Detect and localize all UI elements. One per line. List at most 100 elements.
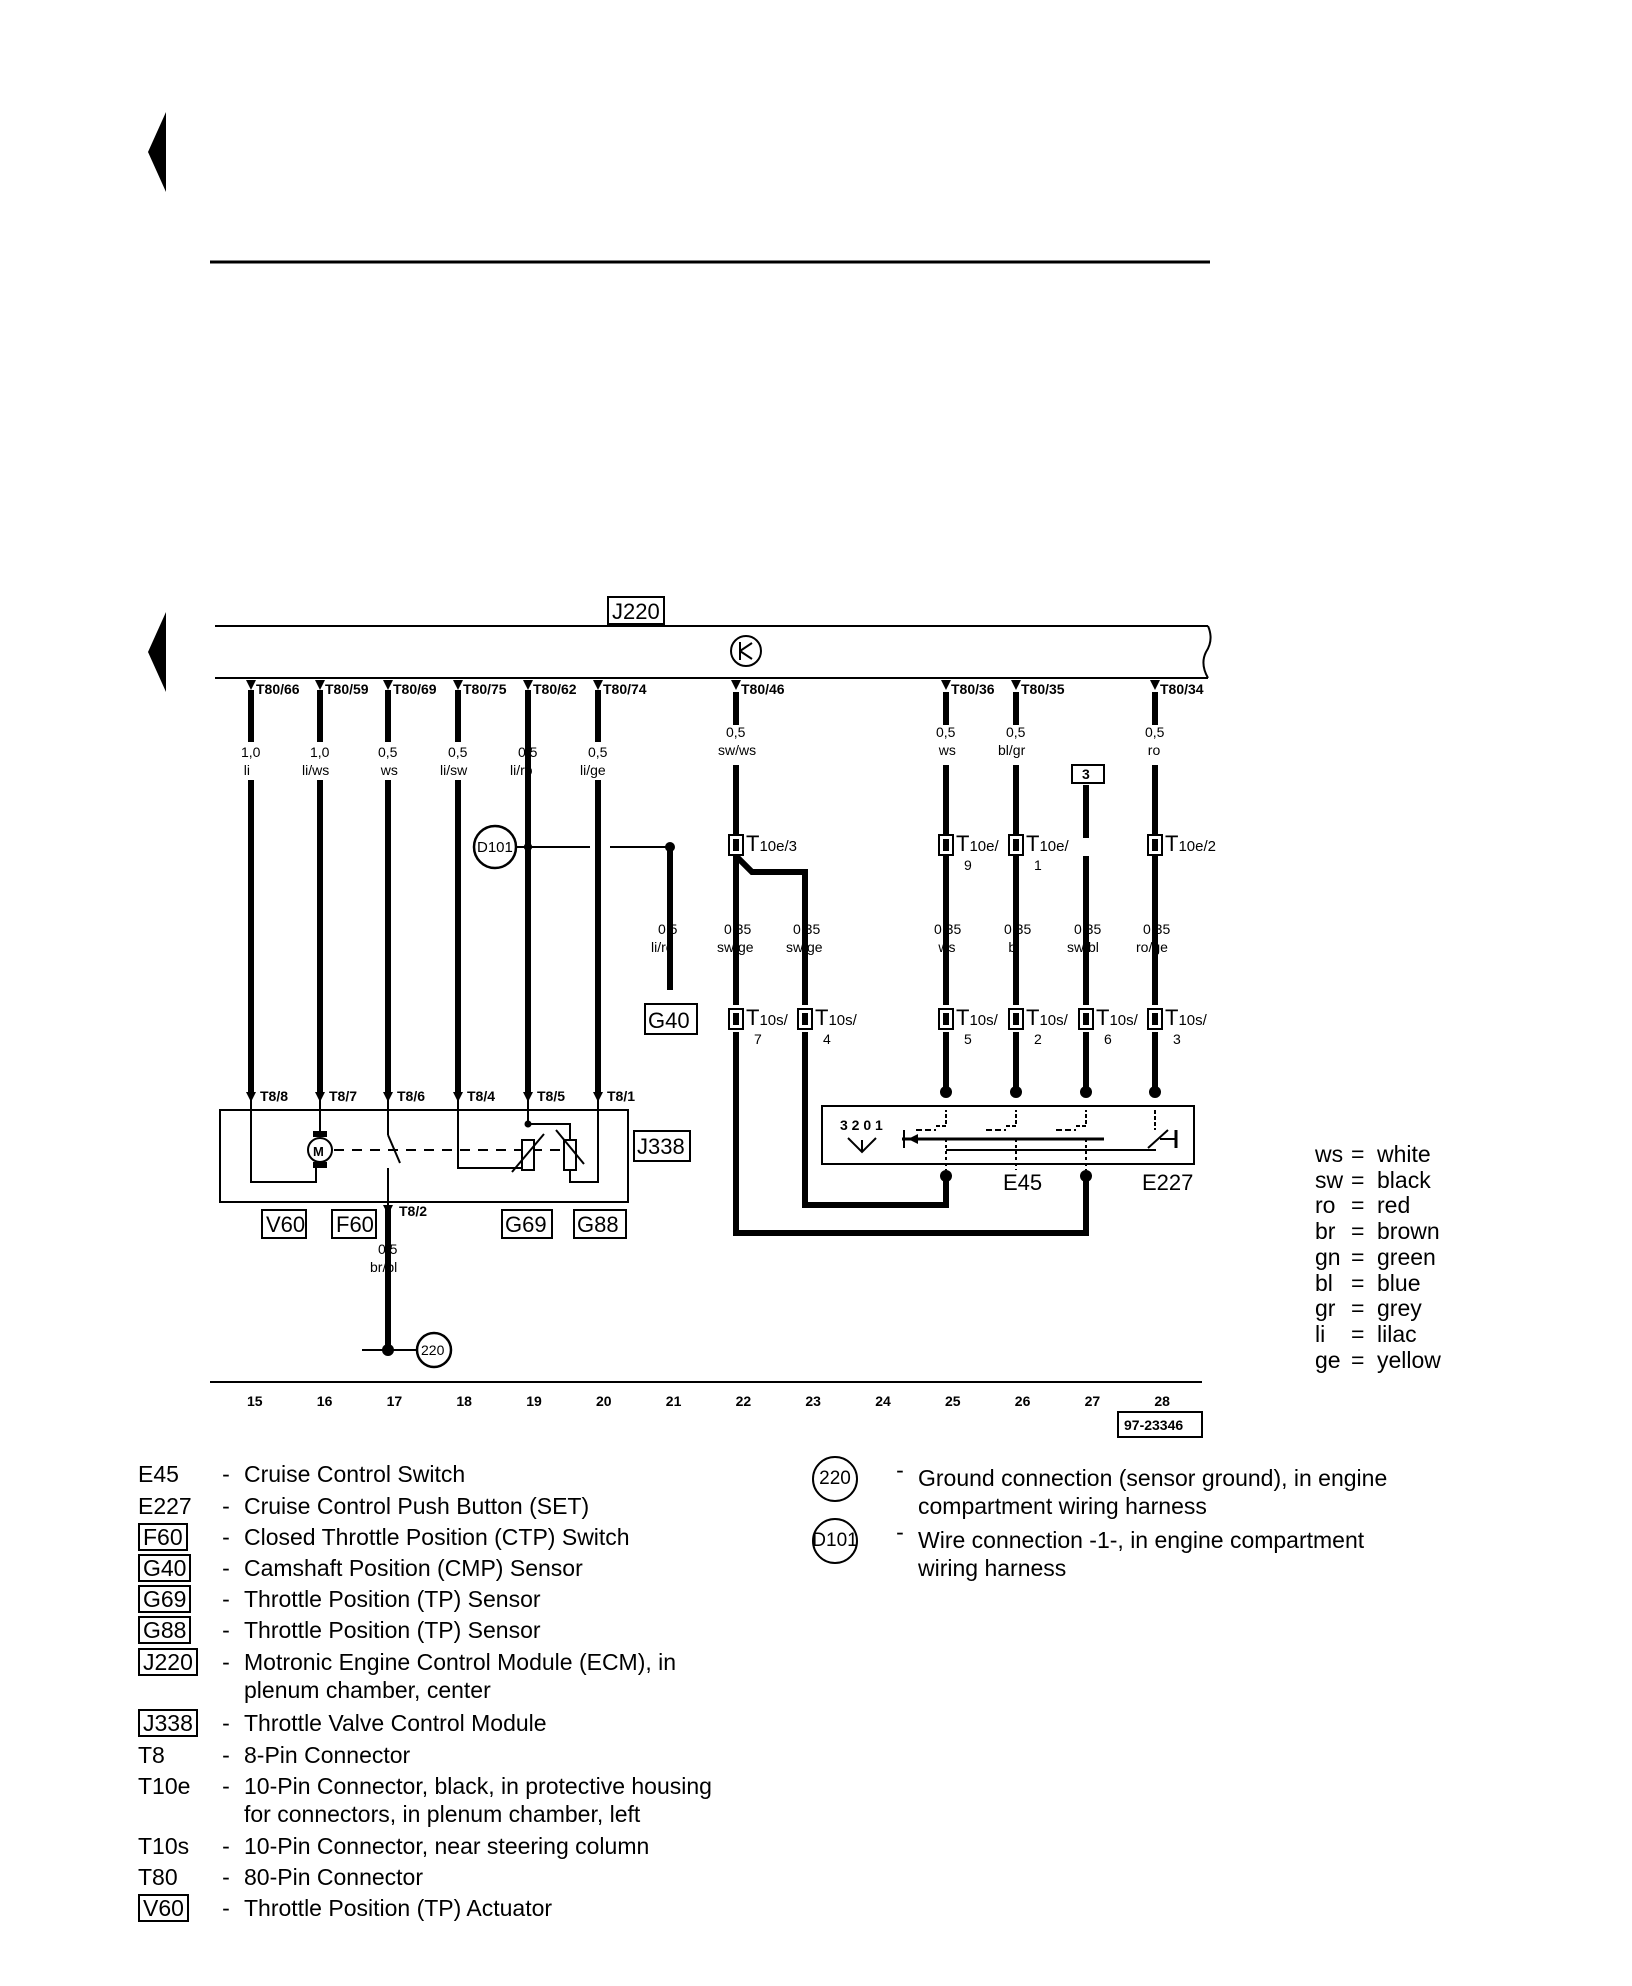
- pin-arrow-icon: [315, 680, 325, 690]
- junction-dot: [524, 843, 532, 851]
- svg-text:G69: G69: [505, 1212, 547, 1237]
- color-legend-row: ro=red: [1315, 1193, 1441, 1219]
- key-dash: -: [896, 1519, 904, 1545]
- ground-wire-gauge: 0,5: [378, 1241, 398, 1257]
- key-dash: -: [222, 1773, 230, 1799]
- color-name: grey: [1377, 1295, 1422, 1322]
- color-legend-row: gr=grey: [1315, 1296, 1441, 1322]
- color-code: gn: [1315, 1243, 1341, 1270]
- track-number: 28: [1154, 1393, 1170, 1409]
- pin-arrow-icon: [593, 1092, 603, 1102]
- ground-220-circle[interactable]: [415, 1331, 453, 1369]
- key-desc: Closed Throttle Position (CTP) Switch: [244, 1524, 630, 1550]
- cruise-switch-housing: [821, 1105, 1195, 1165]
- key-row: 220-Ground connection (sensor ground), i…: [812, 1456, 1387, 1520]
- pin-arrow-icon: [523, 1092, 533, 1102]
- t80-pin-label: T80/62: [533, 681, 577, 697]
- connector-pin: [1013, 839, 1019, 851]
- color-code: ro: [1315, 1192, 1336, 1219]
- key-code: E227: [138, 1493, 192, 1519]
- key-desc: 8-Pin Connector: [244, 1742, 411, 1768]
- g88-wiper: [555, 1129, 585, 1165]
- box-3: [1071, 764, 1105, 784]
- t80-pin-label: T80/36: [951, 681, 995, 697]
- key-row: G40-Camshaft Position (CMP) Sensor: [138, 1554, 583, 1582]
- connector-label: T10e/: [956, 831, 999, 856]
- key-row: V60-Throttle Position (TP) Actuator: [138, 1894, 552, 1922]
- key-circle-code: D101: [812, 1518, 858, 1564]
- key-desc: Cruise Control Switch: [244, 1461, 466, 1487]
- key-desc: 10-Pin Connector, near steering column: [244, 1833, 650, 1859]
- e227-button: [1147, 1129, 1169, 1149]
- color-name: black: [1377, 1166, 1431, 1193]
- key-desc: Cruise Control Push Button (SET): [244, 1493, 590, 1519]
- connector-sub: 3: [1173, 1031, 1181, 1047]
- wire-gauge: 1,0: [241, 744, 261, 760]
- junction-dot: [1149, 1086, 1161, 1098]
- key-dash: -: [896, 1457, 904, 1483]
- pin-arrow-icon: [453, 1092, 463, 1102]
- color-code: gr: [1315, 1295, 1336, 1322]
- key-code: J338: [138, 1709, 208, 1737]
- track-number: 16: [317, 1393, 333, 1409]
- key-dash: -: [222, 1586, 230, 1612]
- connector-pin: [1152, 1013, 1158, 1025]
- key-code: G40: [138, 1554, 208, 1582]
- g40-box[interactable]: [644, 1003, 698, 1035]
- wire-t10s4-loop: [802, 1032, 949, 1208]
- t80-pin-label: T80/66: [256, 681, 300, 697]
- connector-label: T10s/: [1096, 1005, 1139, 1030]
- track-number: 23: [805, 1393, 821, 1409]
- color-code: ws: [1315, 1141, 1344, 1167]
- wire-color: ws: [380, 762, 398, 778]
- wire-gauge: 0,5: [1006, 724, 1026, 740]
- connector-label: T10s/: [815, 1005, 858, 1030]
- color-name: yellow: [1377, 1346, 1441, 1373]
- track-number: 22: [736, 1393, 752, 1409]
- left-arrow-icon[interactable]: [148, 612, 166, 692]
- track-number: 18: [456, 1393, 472, 1409]
- f60-box[interactable]: F60: [331, 1209, 377, 1239]
- t8-pin-label: T8/5: [537, 1088, 565, 1104]
- v60-box[interactable]: V60: [261, 1209, 307, 1239]
- key-row: T10e-10-Pin Connector, black, in protect…: [138, 1772, 712, 1828]
- track-number: 24: [875, 1393, 891, 1409]
- key-row: J338-Throttle Valve Control Module: [138, 1709, 547, 1737]
- t80-pin-label: T80/74: [603, 681, 647, 697]
- svg-text:G88: G88: [577, 1212, 619, 1237]
- equals: =: [1351, 1269, 1365, 1296]
- ground-220-label: 220: [421, 1342, 445, 1358]
- g69-link: [527, 1100, 571, 1140]
- ref-code: 97-23346: [1124, 1417, 1183, 1433]
- color-name: blue: [1377, 1269, 1421, 1296]
- connector-sub: 2: [1034, 1031, 1042, 1047]
- track-number: 25: [945, 1393, 961, 1409]
- key-dash: -: [222, 1461, 230, 1487]
- pin-arrow-icon: [731, 680, 741, 690]
- junction-dot: [1010, 1086, 1022, 1098]
- left-arrow-icon[interactable]: [148, 112, 166, 192]
- t80-pin-label: T80/34: [1160, 681, 1204, 697]
- g69-box[interactable]: G69: [501, 1209, 553, 1239]
- key-row: T80-80-Pin Connector: [138, 1863, 423, 1891]
- t80-pin-label: T80/75: [463, 681, 507, 697]
- motor-bottom: [313, 1162, 327, 1168]
- junction-dot: [382, 1344, 394, 1356]
- t8-pin-label: T8/4: [467, 1088, 495, 1104]
- j338-module: [219, 1109, 629, 1203]
- j338-box[interactable]: [633, 1130, 691, 1162]
- track-number: 15: [247, 1393, 263, 1409]
- connector-sub: 9: [964, 857, 972, 873]
- key-dash: -: [222, 1833, 230, 1859]
- g88-box[interactable]: G88: [573, 1209, 627, 1239]
- connector-label: T10e/: [1026, 831, 1069, 856]
- key-code: V60: [138, 1894, 208, 1922]
- key-code: G69: [138, 1585, 208, 1613]
- pin-arrow-icon: [941, 680, 951, 690]
- connector-sub: 4: [823, 1031, 831, 1047]
- color-name: white: [1377, 1141, 1431, 1167]
- key-row: G69-Throttle Position (TP) Sensor: [138, 1585, 541, 1613]
- pin-arrow-icon: [315, 1092, 325, 1102]
- g69-circuit: [457, 1100, 528, 1169]
- switch-rail-arrow: [908, 1134, 918, 1144]
